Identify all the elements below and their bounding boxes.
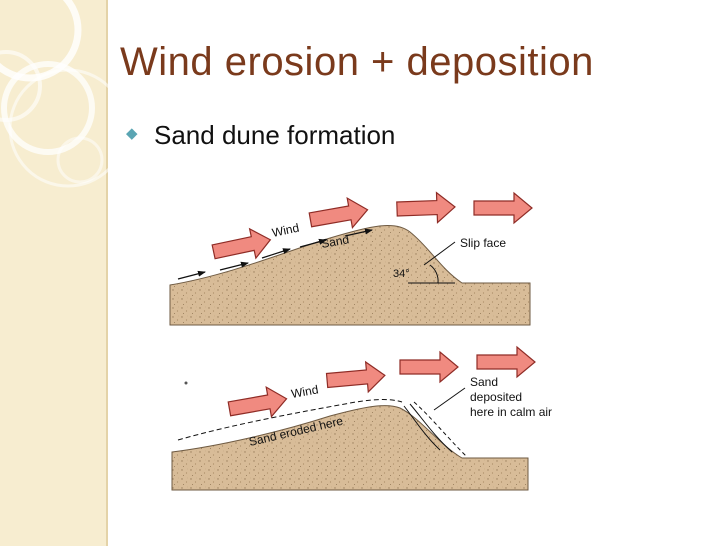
top-angle-arc <box>429 264 439 284</box>
top-sand-arrow <box>344 228 373 237</box>
bottom-wind-label: Wind <box>290 382 319 401</box>
top-sand-arrow <box>261 248 291 259</box>
top-sand-arrow <box>219 261 249 271</box>
decorative-circles <box>0 0 110 188</box>
bottom-deposit-leader <box>433 387 466 411</box>
top-dune-diagram: Wind Sand Slip face 34° <box>169 191 533 326</box>
wind-arrow <box>227 385 288 419</box>
bottom-left-dot <box>184 381 188 385</box>
angle-label: 34° <box>393 268 410 280</box>
bullet-item: ◆ Sand dune formation <box>126 120 395 151</box>
deposit-label-line: Sand <box>470 375 498 389</box>
wind-arrow <box>325 360 386 394</box>
wind-arrow <box>473 191 533 225</box>
top-wind-label: Wind <box>271 221 301 240</box>
top-dune-body <box>169 224 531 326</box>
bottom-old-slip-line <box>409 403 453 453</box>
top-sand-arrow <box>177 270 206 280</box>
top-sand-label: Sand <box>320 232 350 251</box>
top-sand-arrow <box>299 238 327 248</box>
deposit-label-line: deposited <box>470 390 522 404</box>
bullet-diamond-icon: ◆ <box>126 124 138 142</box>
bullet-text: Sand dune formation <box>154 120 396 150</box>
deposit-label-line: here in calm air <box>470 405 552 419</box>
top-slip-face-leader <box>423 241 456 266</box>
slide-title: Wind erosion + deposition <box>120 40 594 84</box>
bottom-dune-diagram: Wind Sand eroded here Sand deposited her… <box>171 345 552 491</box>
band-edge-line <box>106 0 108 546</box>
wind-arrow <box>211 227 272 260</box>
slip-face-label: Slip face <box>460 236 506 250</box>
wind-arrow <box>396 191 456 224</box>
bottom-old-slip-line <box>403 405 441 451</box>
wind-arrow <box>308 196 369 230</box>
wind-arrow <box>476 345 536 379</box>
wind-arrow <box>399 350 459 384</box>
bottom-eroded-profile-dashed <box>177 399 403 441</box>
